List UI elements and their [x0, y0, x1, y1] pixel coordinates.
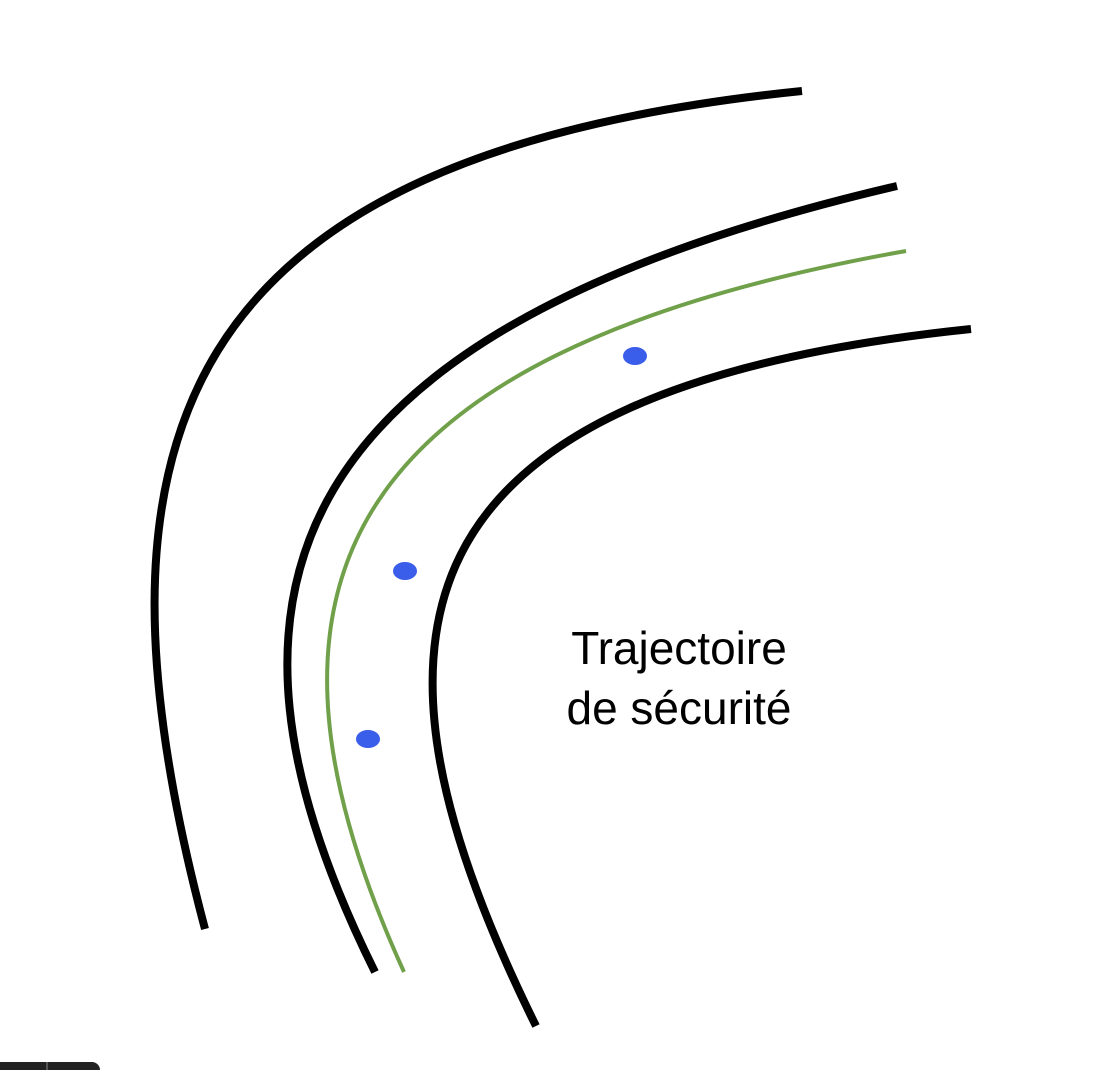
trajectory-label-line2: de sécurité [566, 682, 792, 734]
outer-road-edge [150, 87, 803, 931]
trajectory-label-line1: Trajectoire [571, 622, 787, 674]
trajectory-label: Trajectoire de sécurité [545, 618, 813, 738]
toolbar-divider [46, 1062, 48, 1070]
inner-road-edge [428, 325, 972, 1028]
trajectory-marker [393, 562, 417, 580]
trajectory-marker [356, 730, 380, 748]
trajectory-marker [623, 347, 647, 365]
safety-trajectory-line [325, 249, 907, 973]
center-road-edge [283, 182, 898, 974]
corner-toolbar[interactable] [0, 1062, 100, 1070]
